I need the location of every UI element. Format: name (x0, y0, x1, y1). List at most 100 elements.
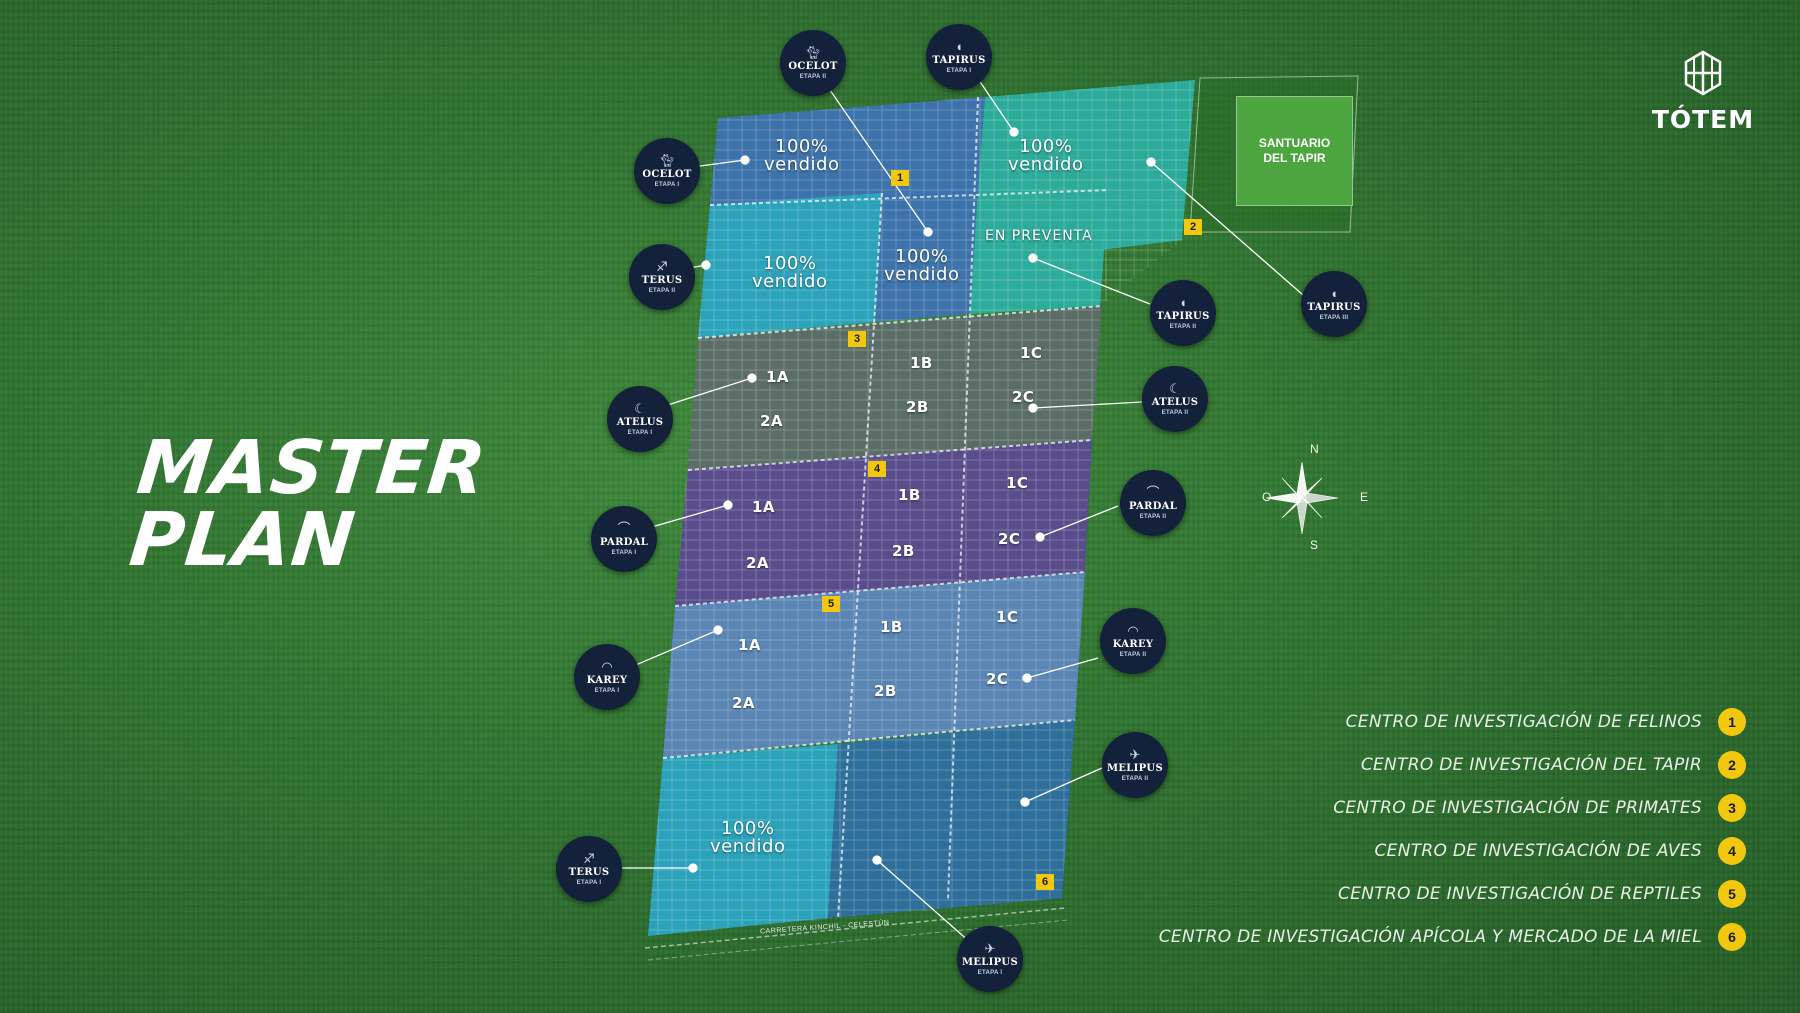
section-2a: 2A (732, 694, 756, 712)
legend-text: CENTRO DE INVESTIGACIÓN DE PRIMATES (1333, 797, 1702, 818)
legend: CENTRO DE INVESTIGACIÓN DE FELINOS 1 CENT… (1159, 700, 1746, 958)
badge-name: PARDAL (599, 536, 649, 548)
highway-line-2 (647, 919, 1069, 961)
monkey-icon: ☾ (1169, 380, 1181, 396)
tapir-icon: ◖ (955, 38, 963, 54)
sold-label-tapirus-1: 100%vendido (1008, 138, 1084, 174)
section-2c: 2C (1012, 388, 1035, 406)
tapir-icon: ◖ (1330, 285, 1338, 301)
legend-item: CENTRO DE INVESTIGACIÓN DE REPTILES 5 (1159, 872, 1746, 915)
marker-3[interactable]: 3 (848, 331, 866, 347)
legend-text: CENTRO DE INVESTIGACIÓN DE FELINOS (1345, 711, 1702, 732)
section-1c: 1C (1006, 474, 1029, 492)
monkey-icon: ☾ (634, 400, 646, 416)
sold-label-ocelot-1: 100%vendido (764, 138, 840, 174)
sold-pct: 100% (1019, 136, 1073, 157)
badge-stage: ETAPA II (1119, 651, 1147, 658)
sparrow-icon: ⌒ (1146, 484, 1160, 500)
badge-name: TAPIRUS (1307, 301, 1361, 313)
sold-sub: vendido (710, 836, 786, 857)
legend-number: 6 (1718, 922, 1746, 951)
title-line1: MASTER (133, 425, 491, 511)
sanctuary-line2: DEL TAPIR (1263, 151, 1326, 165)
section-1b: 1B (898, 486, 921, 504)
legend-number: 1 (1718, 707, 1746, 736)
compass-s: S (1310, 538, 1319, 552)
legend-item: CENTRO DE INVESTIGACIÓN DE FELINOS 1 (1159, 700, 1746, 743)
section-2b: 2B (906, 398, 929, 416)
sold-pct: 100% (763, 253, 817, 274)
legend-item: CENTRO DE INVESTIGACIÓN DE PRIMATES 3 (1159, 786, 1746, 829)
compass-n: N (1310, 442, 1319, 456)
badge-stage: ETAPA II (1169, 323, 1197, 330)
marker-6[interactable]: 6 (1036, 874, 1054, 890)
badge-name: ATELUS (616, 416, 664, 428)
compass: N S O E (1256, 442, 1376, 554)
highway-line (644, 907, 1066, 949)
badge-stage: ETAPA III (1319, 314, 1349, 321)
brand-logo: TÓTEM (1648, 50, 1758, 134)
brand-name: TÓTEM (1651, 105, 1755, 134)
lot-grid (648, 80, 1195, 936)
section-1a: 1A (766, 368, 790, 386)
bird-icon: ♐︎ (656, 258, 668, 274)
section-2b: 2B (874, 682, 897, 700)
badge-name: OCELOT (642, 168, 692, 180)
compass-w: O (1262, 490, 1272, 504)
badge-name: MELIPUS (962, 956, 1018, 968)
legend-number: 5 (1718, 879, 1746, 908)
section-1a: 1A (752, 498, 776, 516)
badge-stage: ETAPA II (1121, 775, 1149, 782)
section-1b: 1B (880, 618, 903, 636)
compass-e: E (1360, 490, 1369, 504)
badge-name: OCELOT (788, 60, 838, 72)
sold-label-terus-1: 100%vendido (710, 820, 786, 856)
badge-stage: ETAPA I (627, 429, 653, 436)
marker-2[interactable]: 2 (1184, 219, 1202, 235)
badge-name: MELIPUS (1107, 762, 1163, 774)
section-2b: 2B (892, 542, 915, 560)
turtle-icon: ◠ (601, 658, 613, 674)
legend-number: 3 (1718, 793, 1746, 822)
badge-stage: ETAPA II (1139, 513, 1167, 520)
badge-stage: ETAPA II (648, 287, 676, 294)
tapir-icon: ◖ (1179, 294, 1187, 310)
sold-pct: 100% (775, 136, 829, 157)
legend-text: CENTRO DE INVESTIGACIÓN APÍCOLA Y MERCAD… (1158, 926, 1702, 947)
badge-stage: ETAPA I (594, 687, 620, 694)
badge-name: KAREY (1112, 638, 1154, 650)
section-2a: 2A (760, 412, 784, 430)
cat-icon: 🐈︎ (658, 152, 676, 168)
legend-text: CENTRO DE INVESTIGACIÓN DE REPTILES (1338, 883, 1702, 904)
marker-5[interactable]: 5 (822, 596, 840, 612)
legend-number: 2 (1718, 750, 1746, 779)
sold-label-terus-2: 100%vendido (752, 255, 828, 291)
bird-icon: ♐︎ (583, 850, 595, 866)
badge-name: TERUS (568, 866, 610, 878)
marker-4[interactable]: 4 (868, 461, 886, 477)
sold-sub: vendido (1008, 154, 1084, 175)
legend-number: 4 (1718, 836, 1746, 865)
marker-1[interactable]: 1 (891, 170, 909, 186)
sold-sub: vendido (884, 264, 960, 285)
badge-name: PARDAL (1128, 500, 1178, 512)
